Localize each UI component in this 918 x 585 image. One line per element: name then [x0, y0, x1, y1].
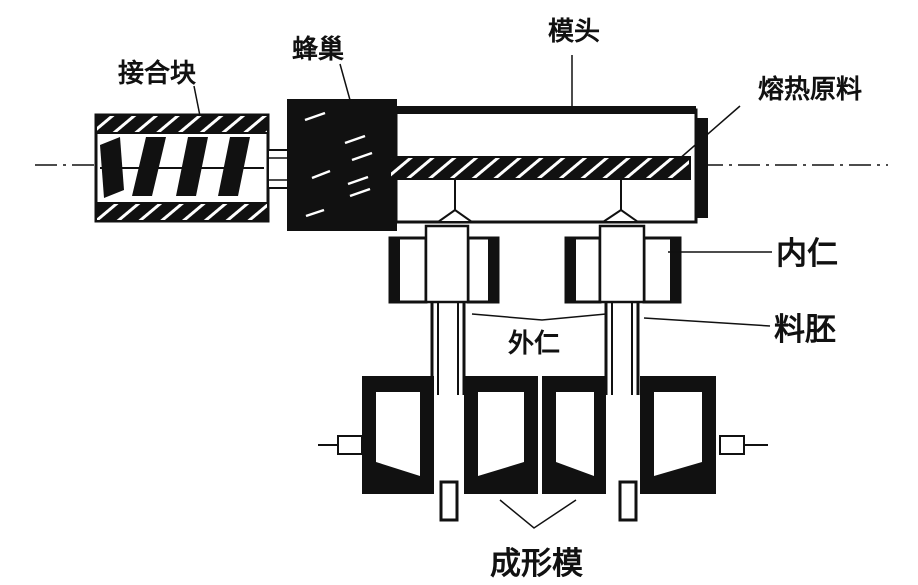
mold-block-3 — [542, 376, 606, 494]
die-head — [389, 106, 708, 224]
mold-block-2 — [464, 376, 538, 494]
adapter-block-barrel — [94, 113, 289, 223]
leader-lines — [193, 55, 772, 529]
label-inner-core: 内仁 — [776, 236, 838, 272]
label-breaker-plate: 蜂巢 — [292, 35, 344, 65]
label-die-head: 模头 — [548, 17, 600, 47]
left-nozzle — [388, 208, 500, 395]
forming-molds — [318, 376, 768, 522]
label-outer-core: 外仁 — [508, 329, 560, 359]
label-adapter-block: 接合块 — [118, 58, 196, 89]
labels: 接合块 蜂巢 模头 熔热原料 内仁 料胚 外仁 成形模 — [118, 17, 862, 582]
label-molten-material: 熔热原料 — [758, 74, 862, 105]
label-parison: 料胚 — [774, 312, 836, 348]
label-forming-mold: 成形模 — [490, 546, 583, 582]
mold-block-4 — [640, 376, 716, 494]
mold-block-1 — [362, 376, 434, 494]
right-nozzle — [564, 208, 682, 395]
breaker-plate — [287, 99, 397, 231]
